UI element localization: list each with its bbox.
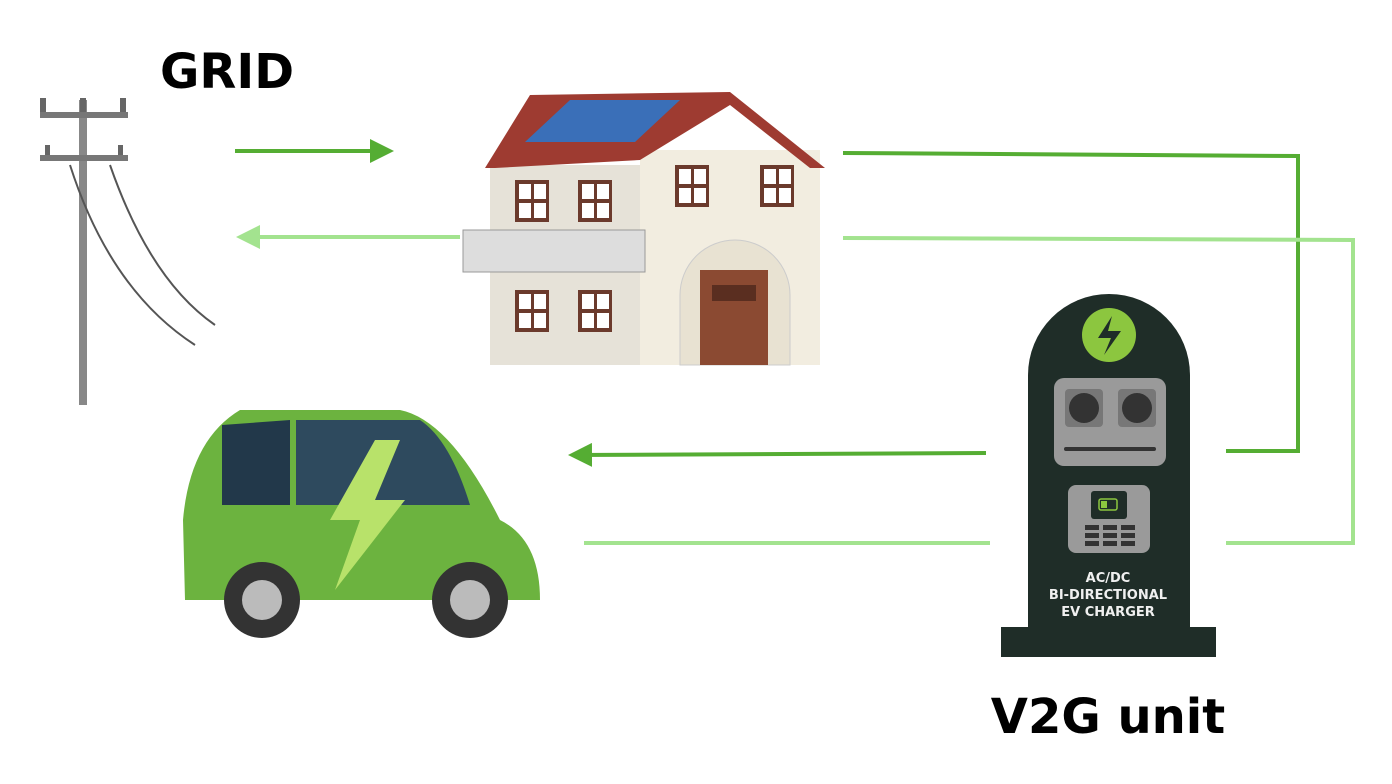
charger-text-3: EV CHARGER <box>1061 605 1155 620</box>
battery-icon <box>1098 498 1118 511</box>
arrow-charger-to-car <box>568 442 987 467</box>
charger-text-1: AC/DC <box>1086 571 1131 586</box>
electric-car-icon <box>183 410 540 638</box>
house-icon <box>462 92 825 366</box>
charger-text-2: BI-DIRECTIONAL <box>1049 588 1167 603</box>
line-house-charger-primary <box>842 151 1300 453</box>
line-house-charger-secondary <box>842 236 1355 545</box>
v2g-label: V2G unit <box>991 689 1225 745</box>
grid-label: GRID <box>160 44 294 100</box>
utility-pole-icon <box>40 98 216 405</box>
ev-charger-icon: AC/DC BI-DIRECTIONAL EV CHARGER <box>1001 294 1216 657</box>
